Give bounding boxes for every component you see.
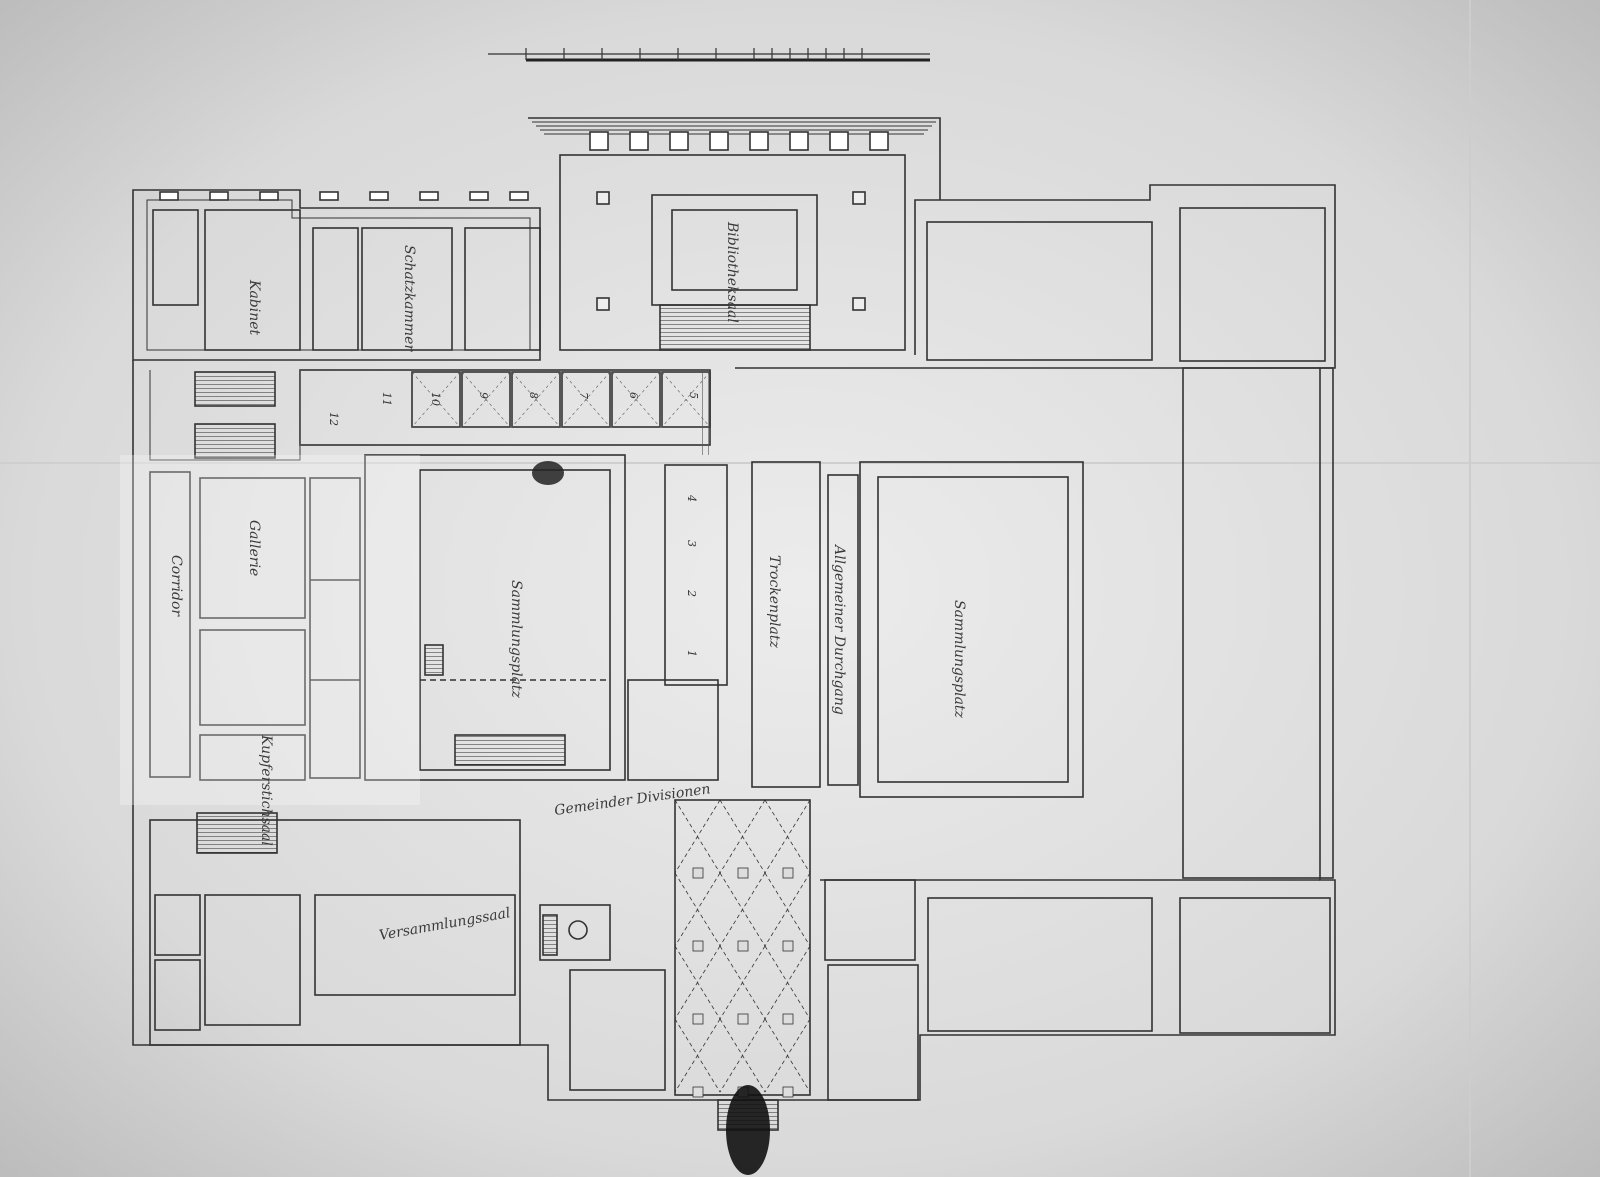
cell-number: 6 <box>627 392 640 399</box>
cell-number: 11 <box>380 392 393 406</box>
label-schatzkammer: Schatzkammer <box>401 245 417 352</box>
cell-number: 9 <box>477 392 490 399</box>
ink-stain <box>532 461 564 485</box>
scale-bar <box>488 48 930 62</box>
label-sammlungsplatz: Sammlungsplatz <box>508 580 524 699</box>
west-wing-walls <box>132 189 541 361</box>
tracing-paper-overlay <box>120 455 420 805</box>
cell-number: 10 <box>429 392 442 406</box>
large-courtyard <box>735 207 1334 1101</box>
label-bibliothek: Bibliotheksaal <box>724 221 740 323</box>
north-hall <box>528 117 941 351</box>
cell-number: 5 <box>687 392 700 399</box>
cell-number: 1 <box>685 650 698 657</box>
label-gallerie: Gallerie <box>246 520 262 576</box>
west-long-wing <box>132 184 1336 1101</box>
cell-number: 3 <box>685 540 698 547</box>
cell-number: 8 <box>527 392 540 399</box>
west-rooms <box>149 471 361 781</box>
cell-number: 4 <box>685 494 698 502</box>
south-block <box>149 819 666 1091</box>
cell-row <box>298 369 712 455</box>
cell-number: 12 <box>327 412 340 426</box>
label-kupferstich: Kupferstichsaal <box>258 734 274 846</box>
label-sammlungsplatz-2: Sammlungsplatz <box>951 600 967 719</box>
ink-stain <box>726 1085 770 1175</box>
cell-number: 2 <box>685 589 698 597</box>
label-kabinet: Kabinet <box>246 279 262 336</box>
courtyard-block <box>364 454 626 781</box>
label-durchgang: Allgemeiner Durchgang <box>831 543 847 715</box>
label-trockenplatz: Trockenplatz <box>766 555 782 648</box>
label-corridor: Corridor <box>168 555 184 617</box>
east-gallery <box>627 461 859 788</box>
cell-number: 7 <box>577 392 590 399</box>
